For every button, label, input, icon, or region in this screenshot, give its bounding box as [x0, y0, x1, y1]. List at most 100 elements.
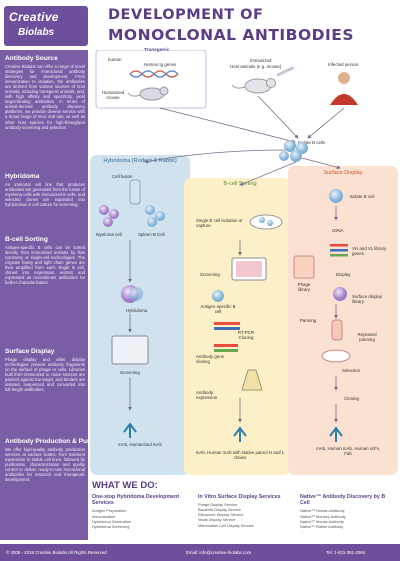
workflow-diagram: Transgenic human Human Ig genes Humanize…	[90, 48, 398, 478]
rt-pcr-label: RT-PCR Cloning	[237, 330, 255, 341]
service-column-native-antibody: Native™ Antibody Discovery by B Cell Nat…	[300, 494, 396, 534]
service-column-surface-display: In Vitro Surface Display Services Phage …	[198, 494, 294, 528]
section-heading: Antibody Source	[5, 55, 58, 62]
service-title[interactable]: One-stop Hybridoma Development Services	[92, 494, 180, 507]
display-title: Surface Display	[323, 170, 363, 176]
service-item[interactable]: Hybridoma Screening	[92, 523, 130, 529]
header: Creative Biolabs Development of Monoclon…	[0, 0, 400, 50]
hybridoma-step-label: Hybridoma	[126, 308, 148, 313]
display-step-label: Display	[336, 272, 351, 277]
cdna-label: cDNA	[332, 228, 344, 233]
sidebar-section-production: Antibody Production & Purification We of…	[5, 438, 115, 483]
section-heading: Antibody Production & Purification	[5, 438, 115, 445]
section-text: Antigen-specific B cells can be sorted d…	[5, 244, 85, 286]
diagram-illustrations	[95, 50, 358, 442]
service-title[interactable]: In Vitro Surface Display Services	[198, 494, 281, 500]
service-item[interactable]: Immunization	[92, 513, 116, 519]
display-b-cell-icon	[329, 189, 343, 203]
screening-step-label: Screening	[120, 370, 140, 375]
service-item[interactable]: Ribosome Display Service	[198, 512, 244, 518]
infected-person-label: Infected person	[328, 62, 359, 67]
immunized-label: Immunized	[250, 58, 272, 63]
section-heading: Hybridoma	[5, 173, 40, 180]
section-heading: B-cell Sorting	[5, 236, 48, 243]
section-text: Phage display and other display technolo…	[5, 356, 85, 393]
host-mouse-icon	[231, 78, 276, 94]
service-item[interactable]: Native™ Monkey Antibody	[300, 513, 346, 519]
service-column-hybridoma: One-stop Hybridoma Development Services …	[92, 494, 188, 529]
dna-strand-icon	[129, 70, 179, 78]
copyright-text: © 2008 - 2018 Creative Biolabs All Right…	[6, 550, 107, 555]
logo-line2: Biolabs	[18, 27, 55, 38]
panning-tube-icon	[331, 319, 343, 341]
infected-person-icon	[330, 72, 358, 105]
syringe-icon	[276, 66, 295, 77]
antigen-specific-label: Antigen-specific B cell	[200, 304, 236, 315]
section-text: We offer high-quality antibody productio…	[5, 446, 85, 483]
services-heading: What we do:	[92, 480, 158, 491]
screening-plate-icon	[111, 335, 149, 365]
hybridoma-cell-icon	[121, 285, 143, 303]
service-item[interactable]: Native™ Human Antibody	[300, 508, 345, 514]
surface-display-library-icon	[333, 287, 347, 301]
sidebar-section-hybridoma: Hybridoma An immortal cell line that pro…	[5, 173, 85, 207]
repeated-panning-label: Repeated panning	[357, 332, 377, 343]
display-isolate-label: Isolate B cell	[349, 194, 375, 199]
display-antibody-icon	[329, 426, 343, 442]
b-cell-cluster-icon	[279, 140, 308, 162]
phage-library-icon	[293, 255, 315, 279]
service-item[interactable]: Yeast Display Service	[198, 517, 236, 523]
spleen-b-cells-icon	[145, 205, 165, 227]
display-result-label: mAb, Human mAb, Human scFv, Fab	[316, 446, 380, 457]
service-item: ...	[300, 528, 304, 534]
humanized-mouse-label: Humanized mouse	[101, 90, 125, 101]
service-item[interactable]: Mammalian Cell Display Service	[198, 522, 254, 528]
b-cell-result-label: mAb, Human mAb with Native paired H and …	[195, 450, 285, 461]
email-link[interactable]: Email: info@creative-biolabs.com	[186, 550, 252, 555]
bcell-screening-plate-icon	[231, 257, 267, 281]
service-item[interactable]: Hybridoma Generation	[92, 518, 132, 524]
cell-fusion-label: Cell fusion	[112, 174, 133, 179]
humanized-mouse-icon	[127, 86, 169, 101]
service-item[interactable]: Native™ Mouse Antibody	[300, 518, 344, 524]
hybridoma-title: Hybridoma (Rodent & Rabbit)	[103, 158, 177, 164]
company-logo[interactable]: Creative Biolabs	[4, 6, 88, 46]
antibody-expression-label: Antibody expression	[196, 390, 218, 401]
selection-plate-icon	[321, 349, 351, 363]
sidebar: Antibody Source Creative Biolabs can off…	[0, 50, 115, 540]
vh-vl-label: VH and VL library genes	[352, 246, 387, 257]
b-cell-antibody-icon	[233, 426, 247, 442]
transgenic-label: Transgenic	[144, 48, 170, 53]
display-panel	[288, 166, 398, 475]
expression-flask-icon	[241, 369, 263, 391]
transgenic-box	[95, 50, 207, 109]
phage-library-label: Phage library	[297, 282, 311, 293]
single-b-cell-label: Single B cell isolation or capture	[196, 218, 243, 229]
phone-text: Tel: 1-631-381-2994	[326, 550, 366, 555]
host-animals-label: Host animals (e.g. mouse)	[230, 64, 282, 69]
spleen-b-cell-label: Spleen B Cell	[138, 232, 165, 237]
panning-label: Panning	[300, 318, 317, 323]
single-cell-dish-icon	[249, 214, 283, 230]
fusion-tube-icon	[129, 179, 141, 205]
myeloma-cells-icon	[99, 205, 119, 227]
human-ig-label: Human Ig genes	[144, 62, 177, 67]
selection-label: Selection	[342, 368, 361, 373]
surface-library-label: Surface display library	[352, 294, 383, 305]
logo-line1: Creative	[9, 10, 59, 24]
sidebar-section-b-cell-sorting: B-cell Sorting Antigen-specific B cells …	[5, 236, 85, 285]
services-band	[90, 478, 400, 540]
sidebar-section-antibody-source: Antibody Source Creative Biolabs can off…	[5, 55, 85, 130]
service-item[interactable]: Native™ Rabbit Antibody	[300, 523, 344, 529]
vh-vl-bars-icon	[330, 244, 348, 257]
transgenic-sub-label: human	[108, 57, 122, 62]
service-item[interactable]: Antigen Preparation	[92, 508, 127, 514]
section-text: Creative Biolabs can offer a range of no…	[5, 63, 85, 130]
page-title-line2: Monoclonal Antibodies	[108, 26, 355, 44]
myeloma-label: Myeloma cell	[96, 232, 122, 237]
service-item[interactable]: Phage Display Service	[198, 502, 238, 508]
service-item[interactable]: Bacterial Display Service	[198, 507, 242, 513]
section-heading: Surface Display	[5, 348, 55, 355]
gene-cloning-label: Antibody gene cloning	[196, 354, 225, 365]
service-title[interactable]: Native™ Antibody Discovery by B Cell	[300, 494, 386, 507]
